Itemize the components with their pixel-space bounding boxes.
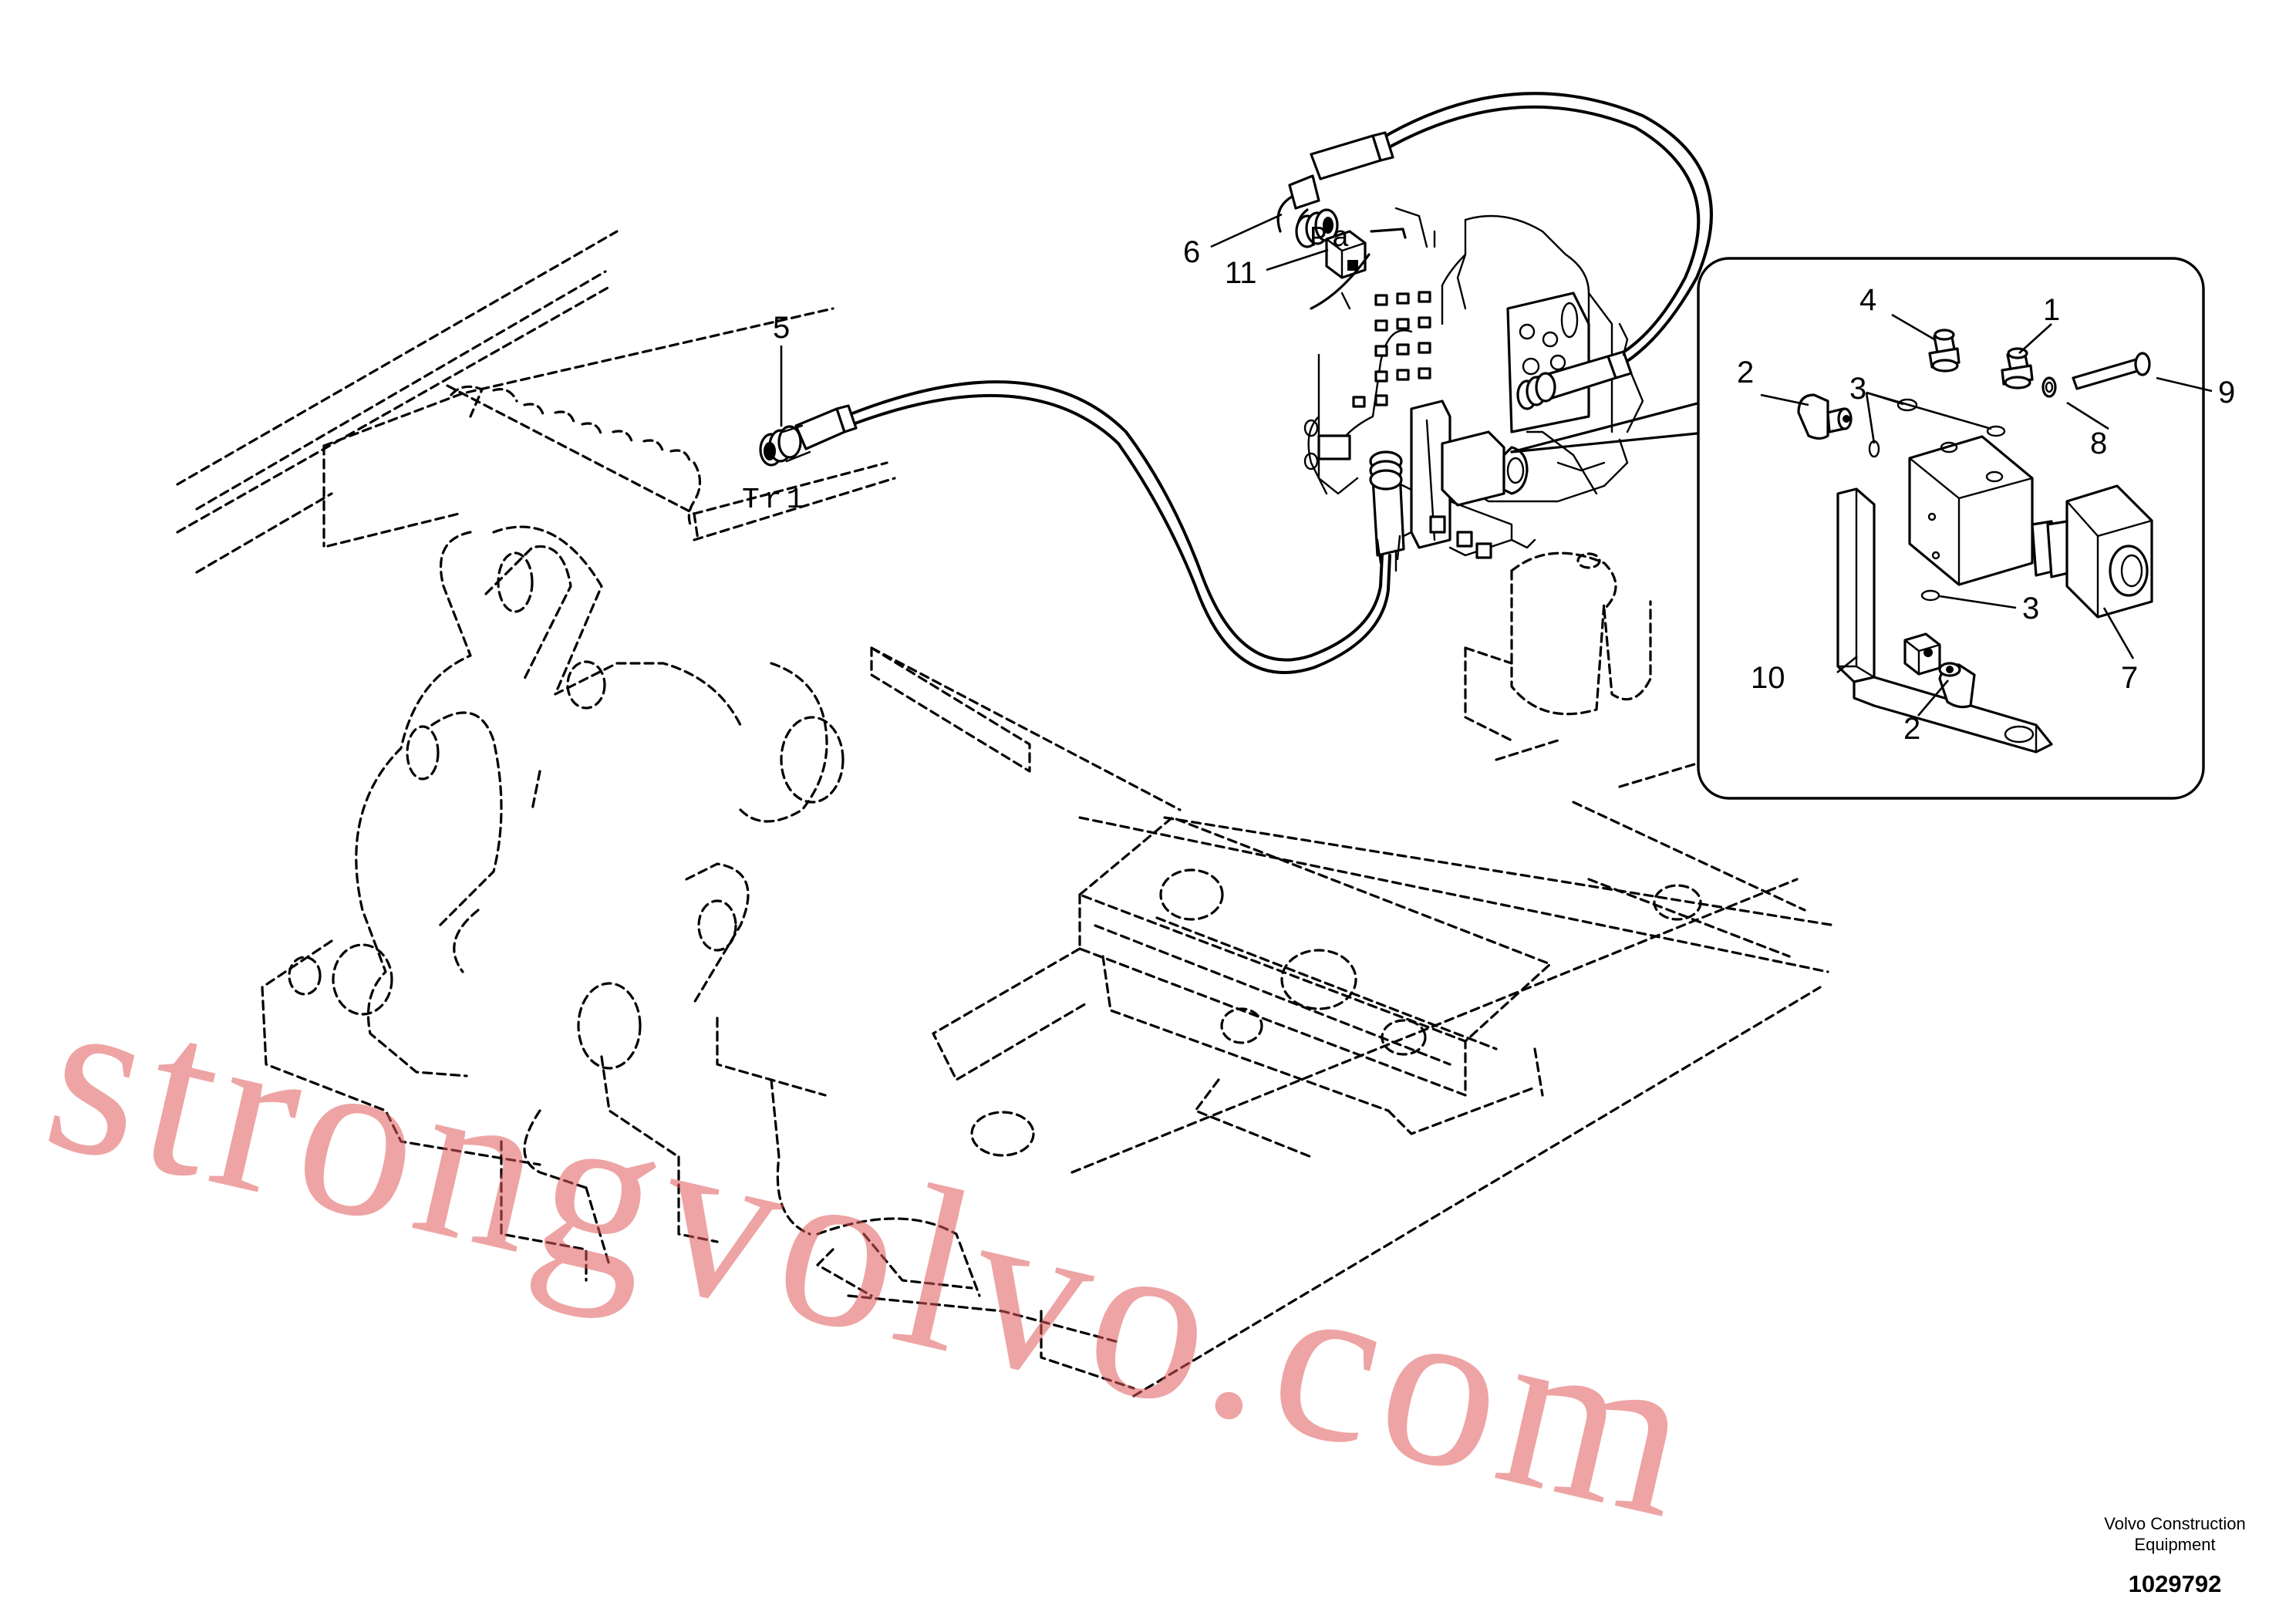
drawing-number: 1029792 (2128, 1570, 2222, 1597)
callout-3-upper: 3 (1849, 372, 1866, 406)
callout-10: 10 (1751, 661, 1785, 695)
bracket-holes (288, 551, 1702, 1157)
main-leader-lines (780, 213, 1407, 427)
callout-11: 11 (1225, 256, 1257, 290)
bolt-9 (2041, 352, 2151, 398)
solenoid-coil-7 (2031, 484, 2153, 619)
callout-3-lower: 3 (2022, 592, 2039, 626)
pilot-hose-lines (835, 92, 1713, 674)
valve-port-grid (1352, 291, 1431, 408)
solenoid-valve-block (1908, 435, 2034, 586)
callout-6: 6 (1183, 235, 1200, 269)
port-markings: Pa Tr1 (742, 222, 1354, 517)
callout-8: 8 (2090, 427, 2107, 460)
port-mark-tr1: Tr1 (742, 484, 808, 517)
callout-9: 9 (2218, 376, 2235, 410)
hose-fitting-5 (759, 404, 858, 467)
callout-2-upper: 2 (1737, 356, 1754, 389)
callout-labels: 1 2 2 3 3 4 5 6 7 8 9 10 11 (773, 235, 2235, 746)
brand-line-2: Equipment (2134, 1535, 2216, 1554)
mounting-bracket-outline (261, 525, 1135, 1390)
detail-inset (1510, 257, 2213, 800)
brand-line-1: Volvo Construction (2104, 1514, 2246, 1533)
manifold-fittings (450, 385, 702, 526)
plug-11 (1325, 230, 1367, 279)
watermark-text: strongvolvo.com (27, 941, 1719, 1568)
frame-outline (176, 230, 1837, 1398)
drawing-footer: Volvo Construction Equipment 1029792 (2067, 1513, 2283, 1598)
callout-1: 1 (2043, 293, 2060, 327)
callout-7: 7 (2121, 661, 2138, 695)
callout-5: 5 (773, 311, 790, 345)
adapter-4 (1928, 329, 1961, 373)
callout-4: 4 (1859, 283, 1876, 317)
hose-fitting-6 (1276, 131, 1394, 248)
adapter-1 (2001, 347, 2034, 389)
bracket-10 (1836, 487, 2053, 754)
port-mark-pa: Pa (1310, 222, 1354, 255)
hose-fitting-right (1516, 322, 1644, 433)
elbow-fitting-2-lower (1938, 662, 1976, 709)
inset-leader-lines (1760, 313, 2213, 717)
valve-solenoid-group (1394, 400, 1606, 572)
cylinder-outline (1464, 551, 1652, 742)
callout-2-lower: 2 (1903, 712, 1920, 746)
hose-fitting-lower (1369, 450, 1405, 565)
elbow-fitting-2-upper (1797, 393, 1853, 440)
cross-member-outline (932, 816, 1552, 1158)
